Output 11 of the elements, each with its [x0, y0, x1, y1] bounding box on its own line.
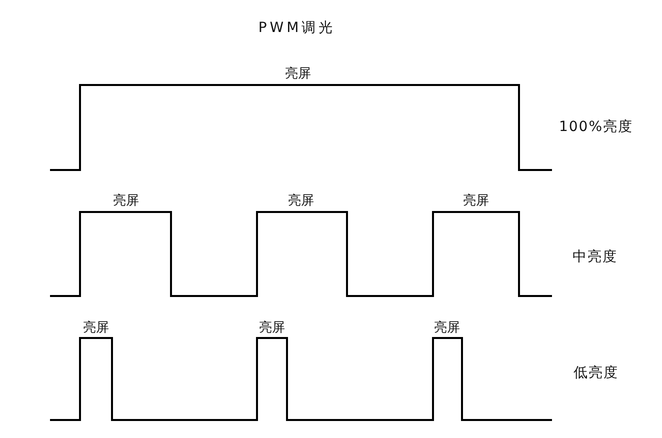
brightness-label: 100%亮度	[558, 120, 634, 134]
pulse-label: 亮屏	[288, 194, 314, 208]
pulse-label: 亮屏	[113, 194, 139, 208]
pulse-label: 亮屏	[259, 322, 285, 334]
pulse-label: 亮屏	[463, 194, 489, 208]
pulse-label: 亮屏	[285, 68, 311, 80]
brightness-label: 低亮度	[574, 366, 618, 380]
diagram-title: PWM调光	[258, 21, 336, 35]
pulse-label: 亮屏	[83, 322, 109, 334]
pulse-label: 亮屏	[434, 322, 460, 334]
brightness-label: 中亮度	[572, 250, 618, 264]
